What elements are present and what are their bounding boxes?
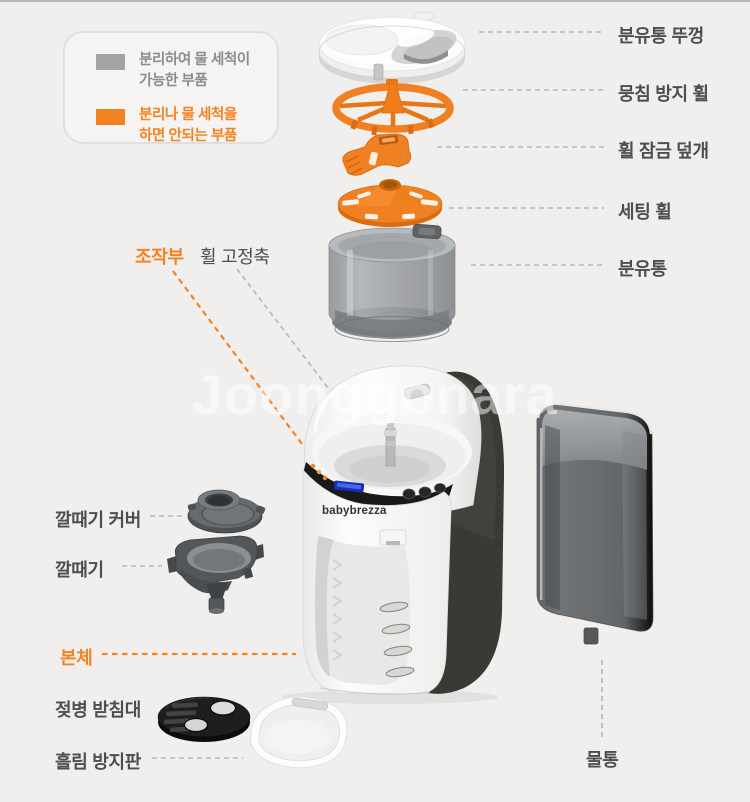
brand-logo: babybrezza	[322, 505, 387, 517]
water-tank-part	[536, 402, 654, 645]
panel-button	[402, 488, 416, 500]
legend-swatch-gray	[96, 54, 125, 70]
legend-text-not-washable: 분리나 물 세척을 하면 안되는 부품	[139, 105, 237, 147]
legend-not-washable-line2: 하면 안되는 부품	[139, 128, 237, 144]
control-panel	[303, 462, 453, 509]
wheel-lock-cover-part	[342, 133, 412, 176]
label-lid: 분유통 뚜껑	[618, 26, 705, 46]
level-slots	[379, 601, 415, 678]
label-bottle-stand: 젖병 받침대	[55, 700, 142, 720]
lid-latch-recess	[403, 383, 431, 400]
legend-text-washable: 분리하여 물 세척이 가능한 부품	[139, 50, 250, 92]
leader-lines-orange	[102, 270, 315, 656]
label-wheel-shaft: 휠 고정축	[200, 247, 270, 267]
wheel-shaft	[384, 423, 397, 467]
lid-peg	[373, 63, 384, 81]
legend-not-washable-line1: 분리나 물 세척을	[139, 107, 237, 123]
spill-plate-part	[250, 696, 348, 769]
formula-container-part	[328, 223, 456, 342]
formula-lid-part	[318, 11, 466, 84]
bottle-recess	[314, 529, 411, 685]
legend-washable-line2: 가능한 부품	[139, 73, 208, 89]
label-main-body: 본체	[60, 648, 93, 668]
leader-control-panel	[172, 270, 315, 461]
label-water-tank: 물통	[586, 750, 619, 770]
panel-button	[418, 486, 432, 498]
anti-clump-wheel-part	[332, 79, 454, 136]
funnel-part	[167, 535, 264, 614]
funnel-cover-part	[187, 489, 266, 534]
top-border-line	[0, 0, 750, 2]
label-anti-clump-wheel: 뭉침 방지 휠	[618, 84, 709, 104]
label-funnel: 깔때기	[55, 560, 104, 580]
legend-box: 분리하여 물 세척이 가능한 부품 분리나 물 세척을 하면 안되는 부품	[63, 31, 279, 144]
label-funnel-cover: 깔때기 커버	[55, 510, 142, 530]
legend-washable-line1: 분리하여 물 세척이	[139, 52, 250, 68]
label-setting-wheel: 세팅 휠	[618, 202, 672, 222]
legend-row-not-washable: 분리나 물 세척을 하면 안되는 부품	[96, 105, 277, 147]
legend-row-washable: 분리하여 물 세척이 가능한 부품	[96, 50, 277, 92]
main-body-machine	[282, 365, 505, 704]
setting-wheel-part	[337, 179, 443, 227]
label-formula-container: 분유통	[618, 259, 667, 279]
tray-handle-slot	[291, 697, 329, 711]
bottle-stand-part	[157, 696, 251, 742]
setting-wheel-slots	[342, 191, 438, 220]
panel-button	[434, 483, 446, 493]
tank-valve-nub	[583, 627, 599, 645]
label-spill-plate: 흘림 방지판	[55, 752, 142, 772]
label-control-panel: 조작부	[135, 247, 184, 267]
label-wheel-lock-cover: 휠 잠금 덮개	[618, 141, 709, 161]
legend-swatch-orange	[96, 109, 125, 125]
